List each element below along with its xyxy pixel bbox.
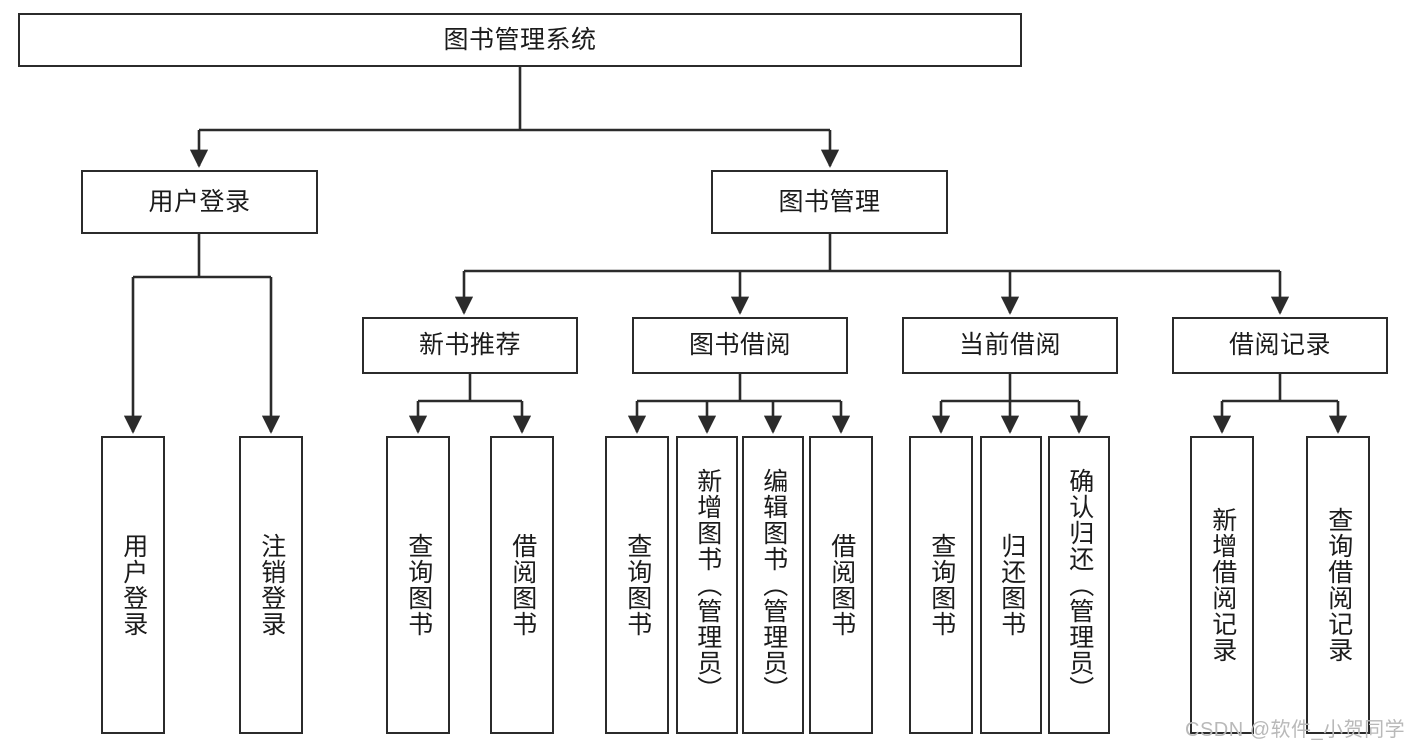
node-leaf-query-book-3[interactable]: 查询图书 [909, 436, 973, 734]
watermark-text: CSDN @软件_小贺同学 [1185, 719, 1405, 741]
node-current-borrow-label: 当前借阅 [958, 331, 1061, 360]
node-new-book-recommend[interactable]: 新书推荐 [362, 317, 578, 374]
node-user-login-label: 用户登录 [148, 187, 251, 216]
node-user-login[interactable]: 用户登录 [81, 170, 318, 234]
node-root[interactable]: 图书管理系统 [18, 13, 1022, 67]
node-leaf-borrow-book-1-label: 借阅图书 [508, 533, 537, 637]
node-leaf-user-logout[interactable]: 注销登录 [239, 436, 303, 734]
node-root-label: 图书管理系统 [443, 25, 597, 54]
node-leaf-user-login[interactable]: 用户登录 [101, 436, 165, 734]
node-leaf-edit-book[interactable]: 编辑图书（管理员） [742, 436, 804, 734]
node-leaf-borrow-book-2[interactable]: 借阅图书 [809, 436, 873, 734]
node-new-book-recommend-label: 新书推荐 [418, 331, 521, 360]
node-leaf-return-book[interactable]: 归还图书 [980, 436, 1042, 734]
node-leaf-query-book-1-label: 查询图书 [404, 533, 433, 637]
node-leaf-borrow-book-2-label: 借阅图书 [827, 533, 856, 637]
node-leaf-query-book-2-label: 查询图书 [623, 533, 652, 637]
node-leaf-query-record[interactable]: 查询借阅记录 [1306, 436, 1370, 734]
node-leaf-add-book[interactable]: 新增图书（管理员） [676, 436, 738, 734]
node-leaf-edit-book-label: 编辑图书（管理员） [759, 468, 788, 702]
node-book-management-label: 图书管理 [778, 187, 881, 216]
node-leaf-user-login-label: 用户登录 [119, 533, 148, 637]
node-leaf-return-book-label: 归还图书 [997, 533, 1026, 637]
node-leaf-confirm-return-label: 确认归还（管理员） [1065, 468, 1094, 702]
node-leaf-add-record[interactable]: 新增借阅记录 [1190, 436, 1254, 734]
node-leaf-user-logout-label: 注销登录 [257, 533, 286, 637]
node-book-management[interactable]: 图书管理 [711, 170, 948, 234]
node-book-borrow-label: 图书借阅 [688, 331, 791, 360]
node-leaf-confirm-return[interactable]: 确认归还（管理员） [1048, 436, 1110, 734]
node-leaf-query-record-label: 查询借阅记录 [1324, 507, 1353, 663]
node-borrow-record-label: 借阅记录 [1228, 331, 1331, 360]
node-leaf-query-book-1[interactable]: 查询图书 [386, 436, 450, 734]
node-leaf-add-record-label: 新增借阅记录 [1208, 507, 1237, 663]
node-borrow-record[interactable]: 借阅记录 [1172, 317, 1388, 374]
node-book-borrow[interactable]: 图书借阅 [632, 317, 848, 374]
node-current-borrow[interactable]: 当前借阅 [902, 317, 1118, 374]
node-leaf-borrow-book-1[interactable]: 借阅图书 [490, 436, 554, 734]
node-leaf-add-book-label: 新增图书（管理员） [693, 468, 722, 702]
node-leaf-query-book-3-label: 查询图书 [927, 533, 956, 637]
node-leaf-query-book-2[interactable]: 查询图书 [605, 436, 669, 734]
